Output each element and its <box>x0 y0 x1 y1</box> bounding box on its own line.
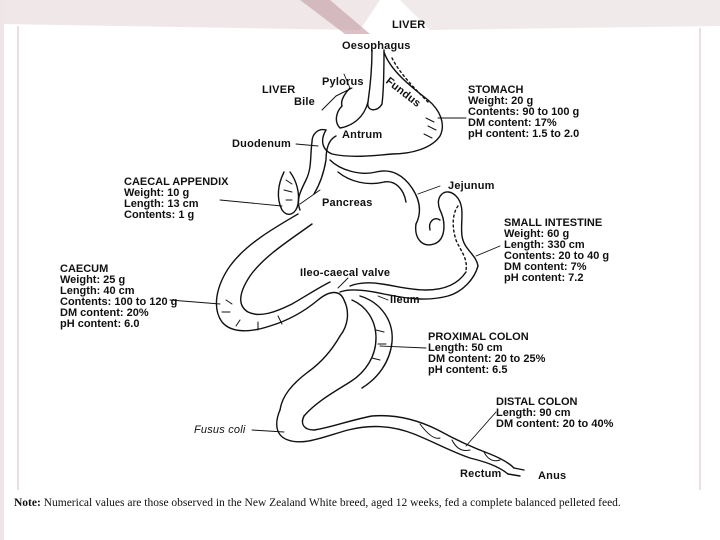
distal-colon-title: DISTAL COLON <box>496 396 578 408</box>
proximal-colon-dm-content: DM content: 20 to 25% <box>428 353 546 365</box>
caecum-shape <box>215 213 349 337</box>
proximal-colon-info: PROXIMAL COLON Length: 50 cm DM content:… <box>428 332 545 376</box>
caecal-appendix-info: CAECAL APPENDIX Weight: 10 g Length: 13 … <box>124 177 229 221</box>
small-intestine-weight: Weight: 60 g <box>504 228 570 240</box>
leader-lines <box>169 73 501 447</box>
ileum-shape <box>339 265 479 300</box>
caecum-title: CAECUM <box>60 263 109 275</box>
footnote-text: Numerical values are those observed in t… <box>43 497 621 509</box>
label-anus: Anus <box>538 470 567 482</box>
caecum-dm-content: DM content: 20% <box>60 307 149 319</box>
label-rectum: Rectum <box>460 468 502 480</box>
label-liver-left: LIVER <box>262 84 296 96</box>
caecal-appendix-title: CAECAL APPENDIX <box>124 176 229 188</box>
caecum-contents: Contents: 100 to 120 g <box>60 296 178 308</box>
small-intestine-contents: Contents: 20 to 40 g <box>504 250 610 262</box>
label-pylorus: Pylorus <box>322 76 364 88</box>
label-fusus-coli: Fusus coli <box>194 424 246 436</box>
caecal-appendix-shape <box>277 171 300 215</box>
proximal-colon-ph-content: pH content: 6.5 <box>428 364 508 376</box>
caecum-info: CAECUM Weight: 25 g Length: 40 cm Conten… <box>60 264 177 330</box>
small-intestine-info: SMALL INTESTINE Weight: 60 g Length: 330… <box>504 218 609 284</box>
distal-colon-info: DISTAL COLON Length: 90 cm DM content: 2… <box>496 397 613 430</box>
distal-colon-dm-content: DM content: 20 to 40% <box>496 418 614 430</box>
caecal-appendix-weight: Weight: 10 g <box>124 187 190 199</box>
small-intestine-title: SMALL INTESTINE <box>504 217 603 229</box>
proximal-colon-length: Length: 50 cm <box>428 342 503 354</box>
label-bile: Bile <box>294 96 315 108</box>
label-antrum: Antrum <box>342 129 383 141</box>
label-ileo-caecal-valve: Ileo-caecal valve <box>300 267 391 279</box>
stomach-shape <box>321 51 444 157</box>
stomach-ph-content: pH content: 1.5 to 2.0 <box>468 128 580 140</box>
caecal-appendix-length: Length: 13 cm <box>124 198 199 210</box>
left-edge-decoration <box>0 0 4 540</box>
caecum-ph-content: pH content: 6.0 <box>60 318 140 330</box>
caecal-appendix-contents: Contents: 1 g <box>124 209 195 221</box>
small-intestine-ph-content: pH content: 7.2 <box>504 272 584 284</box>
footnote: Note: Numerical values are those observe… <box>14 496 714 510</box>
label-ileum: Ileum <box>390 294 420 306</box>
oesophagus-shape <box>367 49 385 111</box>
stomach-title: STOMACH <box>468 84 524 96</box>
top-band-decoration <box>0 0 380 30</box>
stomach-contents: Contents: 90 to 100 g <box>468 106 580 118</box>
distal-colon-length: Length: 90 cm <box>496 407 571 419</box>
jejunum-shape <box>329 159 479 271</box>
footnote-label: Note: <box>14 497 41 509</box>
distal-colon-shape <box>276 409 525 477</box>
label-duodenum: Duodenum <box>232 138 292 150</box>
duodenum-shape <box>297 87 353 211</box>
top-right-band-decoration <box>400 0 720 30</box>
stomach-weight: Weight: 20 g <box>468 95 534 107</box>
caecum-length: Length: 40 cm <box>60 285 135 297</box>
label-oesophagus: Oesophagus <box>342 40 411 52</box>
stomach-dm-content: DM content: 17% <box>468 117 557 129</box>
small-intestine-length: Length: 330 cm <box>504 239 585 251</box>
proximal-colon-shape <box>279 295 393 417</box>
label-jejunum: Jejunum <box>448 180 495 192</box>
label-pancreas: Pancreas <box>322 197 373 209</box>
stomach-info: STOMACH Weight: 20 g Contents: 90 to 100… <box>468 85 579 140</box>
top-stripe-decoration <box>300 0 370 34</box>
small-intestine-dm-content: DM content: 7% <box>504 261 587 273</box>
proximal-colon-title: PROXIMAL COLON <box>428 331 529 343</box>
caecum-weight: Weight: 25 g <box>60 274 126 286</box>
label-liver-top: LIVER <box>392 19 426 31</box>
